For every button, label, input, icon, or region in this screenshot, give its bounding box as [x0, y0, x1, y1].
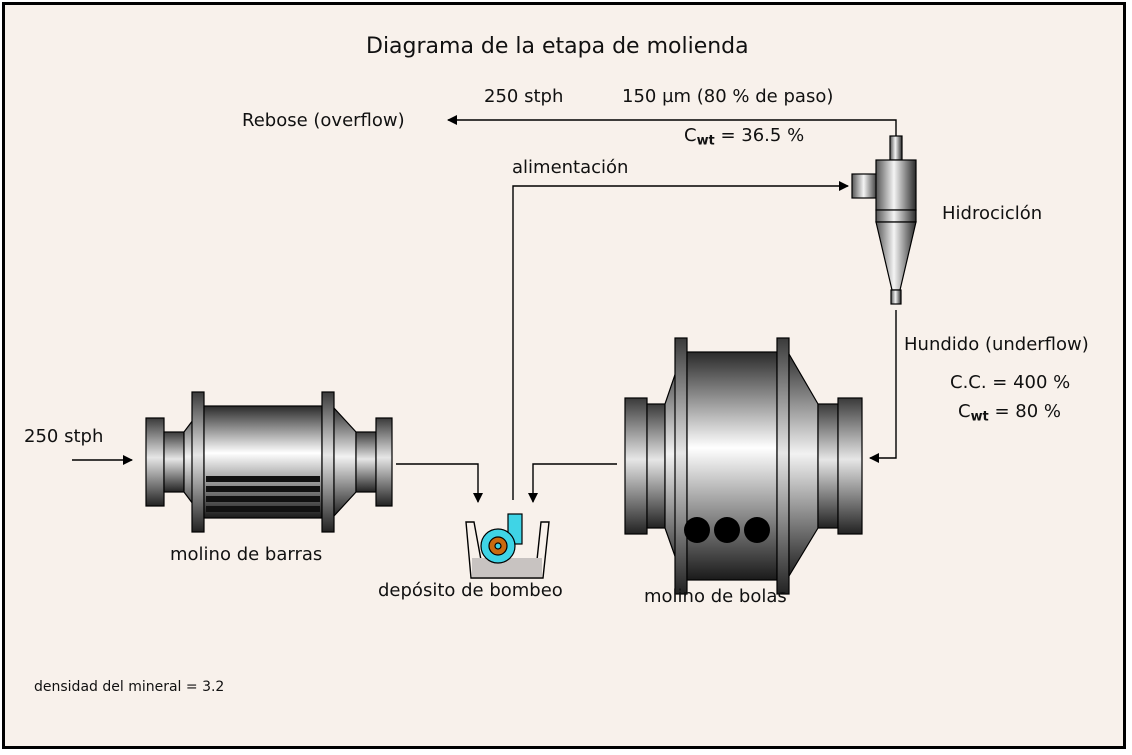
underflow-cwt: Cwt = 80 %	[958, 401, 1061, 425]
overflow-size: 150 µm (80 % de paso)	[622, 86, 834, 107]
sump-label: depósito de bombeo	[378, 580, 563, 601]
input-flow-label: 250 stph	[24, 426, 104, 447]
pump-sump	[465, 513, 550, 579]
underflow-cwt-sub: wt	[970, 409, 989, 425]
underflow-line	[869, 310, 897, 463]
grinding-balls	[684, 517, 770, 543]
page-title: Diagrama de la etapa de molienda	[366, 34, 749, 59]
hydrocyclone-label: Hidrociclón	[942, 203, 1043, 224]
overflow-cwt-value: = 36.5 %	[714, 125, 805, 146]
overflow-flow: 250 stph	[484, 86, 564, 107]
feed-label: alimentación	[512, 157, 629, 178]
feed-line	[512, 181, 849, 500]
hydrocyclone	[851, 135, 917, 305]
pump	[480, 513, 523, 564]
underflow-cc: C.C. = 400 %	[950, 372, 1071, 393]
flow-lines	[72, 115, 897, 503]
ball-mill-label: molino de bolas	[644, 586, 787, 607]
sump-liquid	[472, 558, 542, 577]
ball-discharge-line	[528, 463, 617, 503]
overflow-cwt: Cwt = 36.5 %	[684, 125, 804, 149]
density-note: densidad del mineral = 3.2	[34, 679, 225, 695]
ball-mill	[624, 337, 863, 595]
rod-mill-label: molino de barras	[170, 544, 323, 565]
underflow-label: Hundido (underflow)	[904, 334, 1089, 355]
overflow-line	[447, 115, 897, 136]
overflow-cwt-symbol: C	[684, 125, 697, 146]
underflow-cwt-symbol: C	[958, 401, 971, 422]
rod-mill	[145, 391, 393, 533]
rod-bars	[206, 476, 320, 512]
overflow-cwt-sub: wt	[696, 133, 715, 149]
overflow-label: Rebose (overflow)	[242, 110, 405, 131]
rod-discharge-line	[396, 463, 483, 503]
underflow-cwt-value: = 80 %	[988, 401, 1062, 422]
